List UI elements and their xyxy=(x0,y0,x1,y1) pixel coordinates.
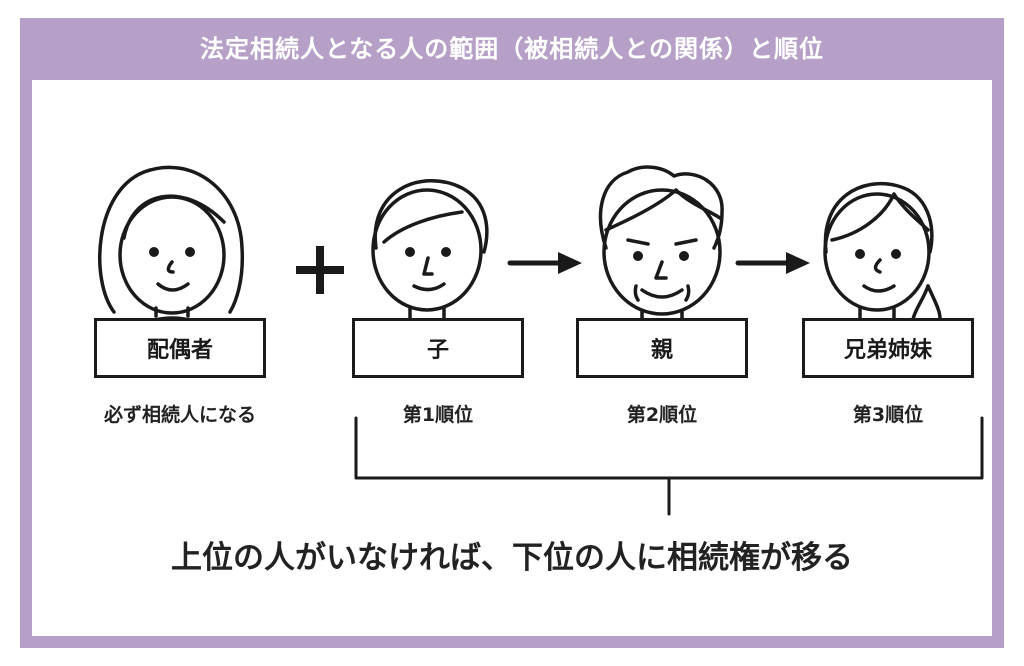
label-box-spouse: 配偶者 xyxy=(94,318,266,378)
label-sibling: 兄弟姉妹 xyxy=(843,338,932,363)
diagram-panel: 配偶者 子 親 兄弟姉妹 必ず相続人になる 第1順位 第2順位 第3順位 上位の… xyxy=(32,80,992,636)
label-box-parent: 親 xyxy=(576,318,748,378)
label-child: 子 xyxy=(426,338,449,363)
boy-icon xyxy=(371,179,489,338)
girl-ponytail-icon xyxy=(823,181,954,338)
arrow-right-icon xyxy=(507,252,582,274)
label-box-child: 子 xyxy=(352,318,524,378)
diagram-title: 法定相続人となる人の範囲（被相続人との関係）と順位 xyxy=(199,35,825,63)
plus-icon xyxy=(296,246,344,294)
rank-parent: 第2順位 xyxy=(626,404,698,426)
note-spouse: 必ず相続人になる xyxy=(103,404,256,426)
label-box-sibling: 兄弟姉妹 xyxy=(802,318,974,378)
woman-short-hair-icon xyxy=(98,165,245,338)
label-parent: 親 xyxy=(650,338,673,363)
rank-child: 第1順位 xyxy=(402,404,474,426)
rank-sibling: 第3順位 xyxy=(852,404,924,426)
diagram-frame: 法定相続人となる人の範囲（被相続人との関係）と順位 xyxy=(20,18,1004,648)
older-man-icon xyxy=(598,165,724,340)
conclusion-text: 上位の人がいなければ、下位の人に相続権が移る xyxy=(171,540,853,576)
label-spouse: 配偶者 xyxy=(146,338,213,363)
arrow-right-icon xyxy=(735,252,810,274)
group-bracket xyxy=(354,416,984,516)
